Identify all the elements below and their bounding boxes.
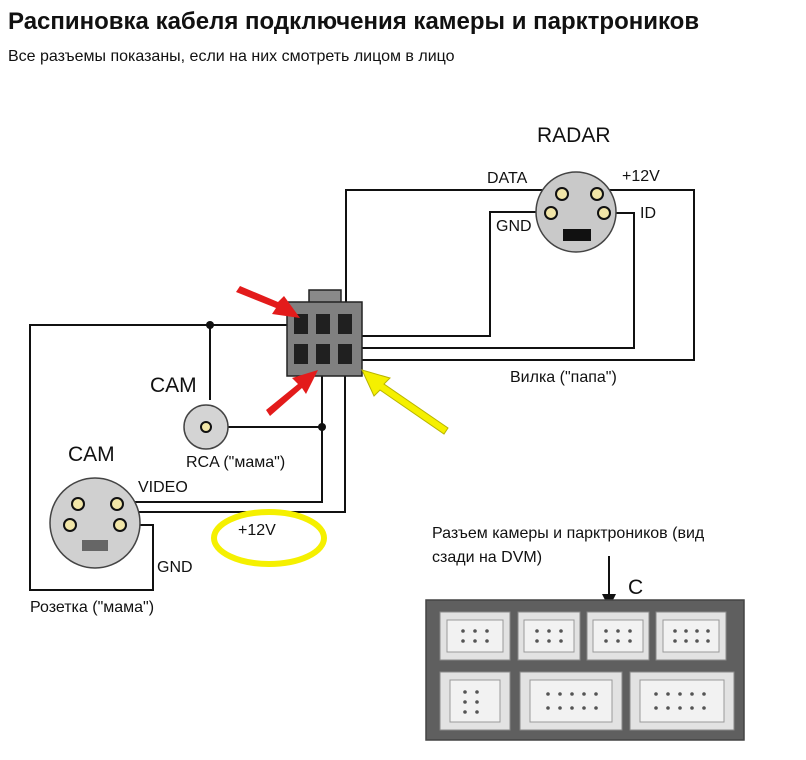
dvm-socket-face bbox=[592, 619, 644, 653]
radar-pin bbox=[597, 206, 611, 220]
wire-node bbox=[206, 321, 214, 329]
dvm-socket-face bbox=[639, 679, 725, 723]
dvm-socket bbox=[439, 671, 511, 731]
radar-pin-label-id: ID bbox=[640, 205, 656, 222]
wire-radar-id bbox=[350, 212, 635, 349]
plug-pin bbox=[294, 314, 308, 334]
cam-rca-connector: CAM RCA ("мама") bbox=[150, 374, 285, 471]
yellow-arrow-icon bbox=[361, 369, 449, 435]
plug-caption: Вилка ("папа") bbox=[510, 369, 617, 386]
radar-pin bbox=[544, 206, 558, 220]
dvm-socket bbox=[655, 611, 727, 661]
highlight-ellipse bbox=[211, 509, 327, 567]
dvm-socket-c bbox=[586, 611, 650, 661]
dvm-socket bbox=[629, 671, 735, 731]
radar-pin-label-power: +12V bbox=[622, 168, 660, 185]
svideo-label-gnd: GND bbox=[157, 559, 193, 576]
wire-outer-loop bbox=[29, 324, 300, 591]
radar-pin-label-gnd: GND bbox=[496, 218, 532, 235]
dvm-connector-panel: Разъем камеры и парктроников (вид сзади … bbox=[425, 525, 745, 741]
cam-svideo-connector: CAM VIDEO GND Розетка ("мама") bbox=[30, 443, 193, 616]
red-arrow-icon bbox=[236, 286, 300, 318]
svideo-label-video: VIDEO bbox=[138, 479, 188, 496]
power-note-label: +12V bbox=[238, 522, 276, 539]
radar-pin-label-data: DATA bbox=[487, 170, 528, 187]
dvm-socket-face bbox=[449, 679, 501, 723]
plug-pin bbox=[294, 344, 308, 364]
red-arrow-icon bbox=[266, 370, 318, 416]
red-arrow-bottom bbox=[266, 370, 318, 416]
radar-key-slot bbox=[563, 229, 591, 241]
dvm-socket bbox=[517, 611, 581, 661]
cam-rca-title: CAM bbox=[150, 374, 197, 397]
svideo-pin bbox=[63, 518, 77, 532]
page-title: Распиновка кабеля подключения камеры и п… bbox=[8, 8, 699, 35]
dvm-socket-face bbox=[446, 619, 504, 653]
svideo-pin bbox=[110, 497, 124, 511]
dvm-socket bbox=[439, 611, 511, 661]
plug-pin bbox=[338, 314, 352, 334]
wire-video bbox=[120, 372, 323, 503]
cam-svideo-title: CAM bbox=[68, 443, 115, 466]
dvm-socket-face bbox=[529, 679, 613, 723]
dvm-socket bbox=[519, 671, 623, 731]
svideo-key-slot bbox=[82, 540, 108, 551]
cam-rca-caption: RCA ("мама") bbox=[186, 454, 285, 471]
wire-radar-power bbox=[345, 189, 695, 361]
cam-svideo-caption: Розетка ("мама") bbox=[30, 599, 154, 616]
plug-pin bbox=[338, 344, 352, 364]
radar-pin bbox=[555, 187, 569, 201]
dvm-socket-face bbox=[523, 619, 575, 653]
svideo-pin bbox=[71, 497, 85, 511]
rca-pin bbox=[200, 421, 212, 433]
plug-body bbox=[286, 301, 363, 377]
wire-radar-gnd bbox=[350, 211, 550, 337]
radar-pin bbox=[590, 187, 604, 201]
radar-connector: RADAR DATA +12V GND ID bbox=[487, 124, 660, 253]
dvm-socket-face bbox=[662, 619, 720, 653]
plug-connector: Вилка ("папа") bbox=[286, 289, 617, 386]
radar-title: RADAR bbox=[537, 124, 611, 147]
svideo-pin bbox=[113, 518, 127, 532]
page-subtitle: Все разъемы показаны, если на них смотре… bbox=[8, 48, 455, 65]
yellow-arrow bbox=[361, 369, 449, 435]
power-note: +12V bbox=[211, 509, 327, 567]
dvm-caption-line1: Разъем камеры и парктроников (вид bbox=[432, 525, 705, 542]
red-arrow-top bbox=[236, 286, 300, 318]
dvm-marker-label: C bbox=[628, 576, 643, 599]
plug-pin bbox=[316, 344, 330, 364]
wires bbox=[29, 189, 695, 591]
dvm-caption-line2: сзади на DVM) bbox=[432, 549, 542, 566]
plug-pin bbox=[316, 314, 330, 334]
